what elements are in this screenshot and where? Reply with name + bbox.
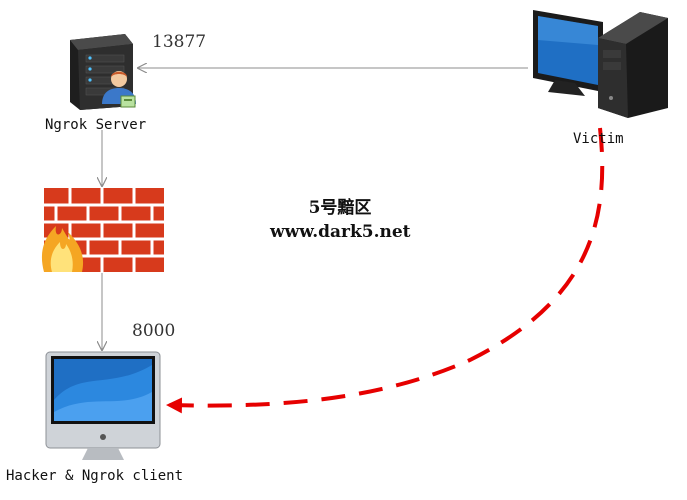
watermark-url: www.dark5.net <box>270 222 411 242</box>
victim-label: Victim <box>573 131 624 147</box>
reverse-connection-dashed-arrow <box>166 127 605 414</box>
client-port-label: 8000 <box>132 321 176 341</box>
watermark-title: 5号黯区 <box>308 198 372 218</box>
server-port-label: 13877 <box>152 32 207 52</box>
watermark: 5号黯区 www.dark5.net <box>270 196 411 244</box>
server-label: Ngrok Server <box>45 117 147 133</box>
hacker-label: Hacker & Ngrok client <box>6 468 184 484</box>
